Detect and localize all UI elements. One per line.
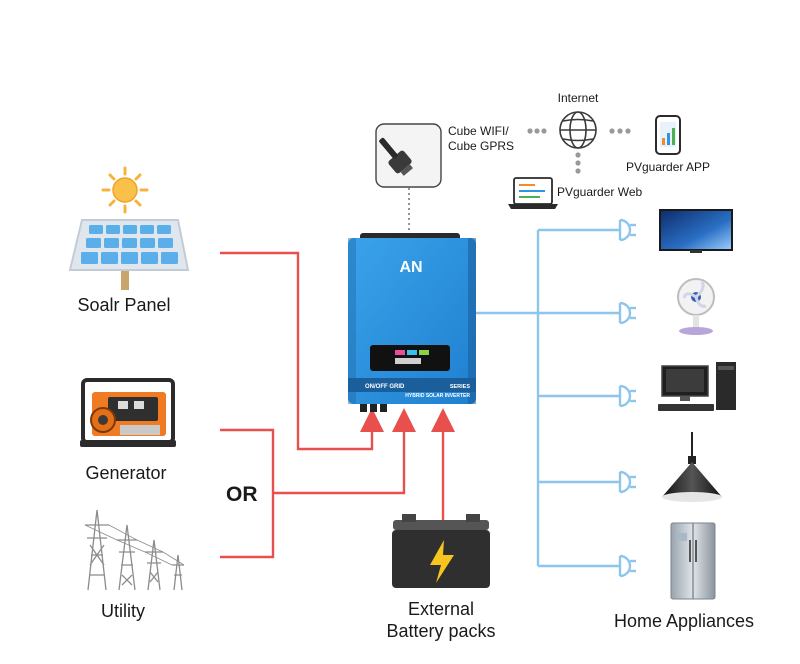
plug-icon — [618, 554, 636, 578]
solar-panel-icon — [68, 219, 190, 290]
inverter-series: SERIES — [450, 384, 471, 390]
plug-icon — [618, 384, 636, 408]
internet-label: Internet — [557, 91, 599, 105]
lightning-icon — [430, 540, 454, 583]
inverter-unit: AN ON/OFF GRID SERIES HYBRID SOLAR INVER… — [348, 233, 476, 412]
utility-label: Utility — [101, 601, 145, 621]
battery-label-line1: External — [407, 599, 475, 619]
app-label: PVguarder APP — [626, 160, 711, 174]
home-appliances-label: Home Appliances — [613, 611, 755, 631]
inverter-badge: ON/OFF GRID — [365, 384, 405, 390]
sun-icon — [101, 166, 149, 214]
inverter-terminals — [360, 404, 387, 412]
solar-line — [220, 251, 384, 451]
plug-icon — [618, 301, 636, 325]
wifi-dongle-icon — [375, 123, 442, 188]
tv-icon — [659, 209, 733, 253]
battery-icon — [392, 514, 490, 588]
plug-icon — [618, 470, 636, 494]
generator-label: Generator — [85, 463, 167, 483]
solar-panel-label: Soalr Panel — [77, 295, 171, 315]
inverter-model: HYBRID SOLAR INVERTER — [405, 393, 470, 399]
monitoring-links — [408, 128, 631, 232]
lamp-icon — [662, 432, 722, 502]
refrigerator-icon — [670, 522, 716, 600]
source-power-lines — [220, 251, 455, 559]
inverter-logo: AN — [399, 259, 422, 276]
web-label: PVguarder Web — [557, 185, 643, 199]
laptop-icon — [508, 177, 558, 209]
wifi-label-line2: Cube GPRS — [448, 139, 515, 153]
utility-tower-icon — [84, 509, 185, 591]
wifi-label-line1: Cube WIFI/ — [448, 124, 509, 138]
phone-icon — [655, 115, 681, 155]
generator-icon — [80, 378, 176, 447]
fan-icon — [677, 278, 715, 335]
grid-line — [273, 408, 416, 495]
or-label: OR — [226, 483, 258, 506]
plug-icon — [618, 218, 636, 242]
load-lines — [476, 228, 620, 568]
globe-icon — [559, 111, 597, 149]
battery-label-line2: Battery packs — [386, 621, 496, 641]
computer-icon — [658, 362, 736, 411]
plug-icons — [618, 218, 636, 578]
